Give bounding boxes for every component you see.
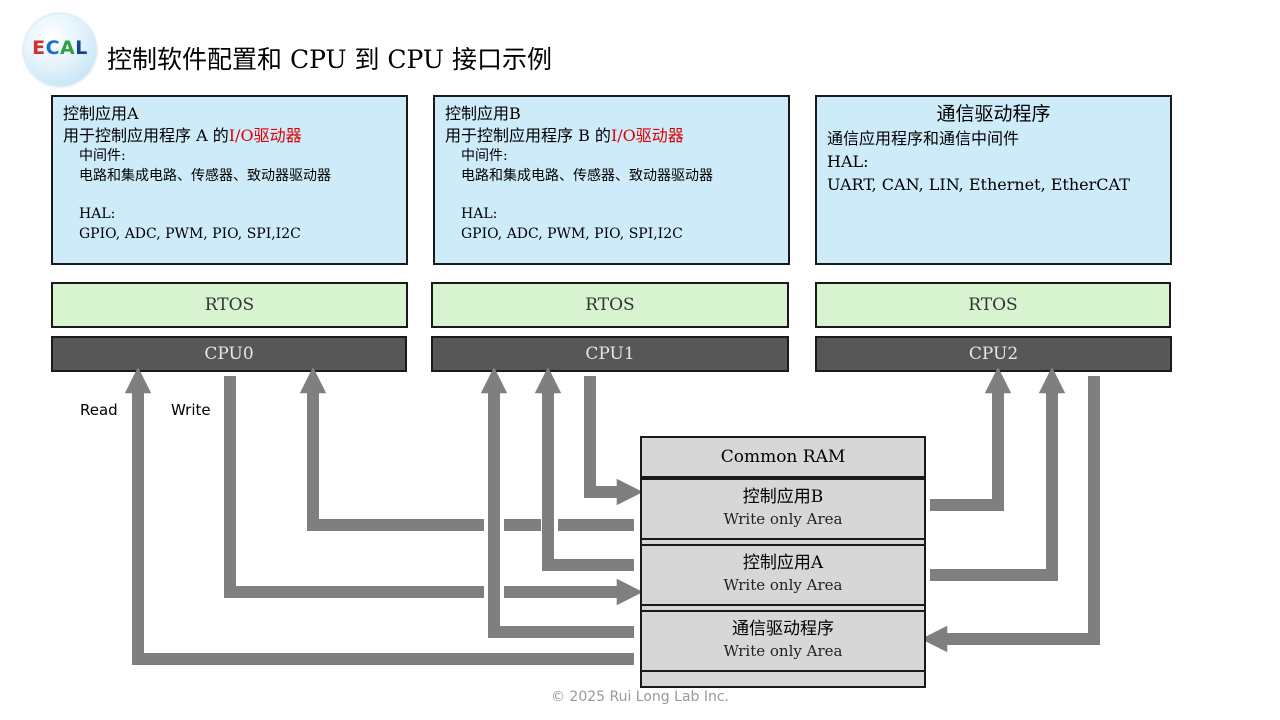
hal-label: HAL: bbox=[461, 206, 498, 222]
comm-driver-name: 通信驱动程序 bbox=[936, 103, 1051, 125]
middleware-label: 中间件: bbox=[461, 148, 508, 164]
comm-hal-label: HAL: bbox=[827, 152, 869, 171]
write-label: Write bbox=[171, 401, 211, 419]
rtos-box-2: RTOS bbox=[815, 282, 1171, 328]
cpu0-read-comm-arrow bbox=[124, 366, 634, 665]
ram-section-control-app-a: 控制应用A Write only Area bbox=[640, 544, 926, 606]
comm-driver-box: 通信驱动程序 通信应用程序和通信中间件 HAL: UART, CAN, LIN,… bbox=[815, 95, 1172, 265]
ram-section-comm-driver: 通信驱动程序 Write only Area bbox=[640, 610, 926, 672]
ram-section-title: 通信驱动程序 bbox=[732, 619, 834, 639]
control-app-b-name: 控制应用B bbox=[445, 104, 521, 123]
logo-text: ECAL bbox=[32, 37, 88, 59]
control-app-a-subtitle: 用于控制应用程序 A 的I/O驱动器 bbox=[63, 126, 302, 145]
read-label: Read bbox=[80, 401, 118, 419]
comm-hal-value: UART, CAN, LIN, Ethernet, EtherCAT bbox=[827, 175, 1130, 194]
io-driver-highlight: I/O驱动器 bbox=[610, 126, 684, 145]
ram-section-subtitle: Write only Area bbox=[723, 576, 843, 594]
ecal-logo: ECAL bbox=[24, 14, 96, 86]
rtos-box-0: RTOS bbox=[51, 282, 408, 328]
middleware-label: 中间件: bbox=[79, 148, 126, 164]
cpu0-write-a-arrow bbox=[224, 376, 622, 592]
control-app-b-box: 控制应用B 用于控制应用程序 B 的I/O驱动器 中间件: 电路和集成电路、传感… bbox=[433, 95, 790, 265]
middleware-value: 电路和集成电路、传感器、致动器驱动器 bbox=[461, 167, 713, 184]
control-app-b-subtitle: 用于控制应用程序 B 的I/O驱动器 bbox=[445, 126, 684, 145]
page-title: 控制软件配置和 CPU 到 CPU 接口示例 bbox=[107, 45, 552, 74]
copyright: © 2025 Rui Long Lab Inc. bbox=[550, 689, 730, 705]
cpu0-read-b-arrow bbox=[313, 388, 634, 531]
rtos-box-1: RTOS bbox=[431, 282, 789, 328]
cpu-box-2: CPU2 bbox=[815, 336, 1172, 372]
cpu2-write-comm-arrow bbox=[920, 376, 1100, 653]
control-app-a-box: 控制应用A 用于控制应用程序 A 的I/O驱动器 中间件: 电路和集成电路、传感… bbox=[51, 95, 408, 265]
cpu2-read-b-arrow bbox=[930, 366, 1012, 511]
ram-section-subtitle: Write only Area bbox=[723, 642, 843, 660]
ram-section-control-app-b: 控制应用B Write only Area bbox=[640, 478, 926, 540]
control-app-a-name: 控制应用A bbox=[63, 104, 139, 123]
middleware-value: 电路和集成电路、传感器、致动器驱动器 bbox=[79, 167, 331, 184]
cpu1-read-comm-arrow bbox=[480, 366, 634, 638]
hal-value: GPIO, ADC, PWM, PIO, SPI,I2C bbox=[79, 225, 301, 242]
io-driver-highlight: I/O驱动器 bbox=[228, 126, 302, 145]
ram-tail bbox=[640, 670, 926, 688]
comm-driver-line1: 通信应用程序和通信中间件 bbox=[827, 129, 1020, 148]
common-ram-header: Common RAM bbox=[640, 436, 926, 478]
hal-label: HAL: bbox=[79, 206, 116, 222]
cpu1-write-b-arrow bbox=[584, 376, 644, 506]
cpu-box-0: CPU0 bbox=[51, 336, 407, 372]
hal-value: GPIO, ADC, PWM, PIO, SPI,I2C bbox=[461, 225, 683, 242]
ram-section-subtitle: Write only Area bbox=[723, 510, 843, 528]
ram-section-title: 控制应用A bbox=[742, 553, 824, 573]
cpu2-read-a-arrow bbox=[930, 366, 1066, 581]
cpu1-read-a-arrow bbox=[534, 366, 634, 571]
ram-section-title: 控制应用B bbox=[742, 487, 824, 507]
cpu-box-1: CPU1 bbox=[431, 336, 789, 372]
